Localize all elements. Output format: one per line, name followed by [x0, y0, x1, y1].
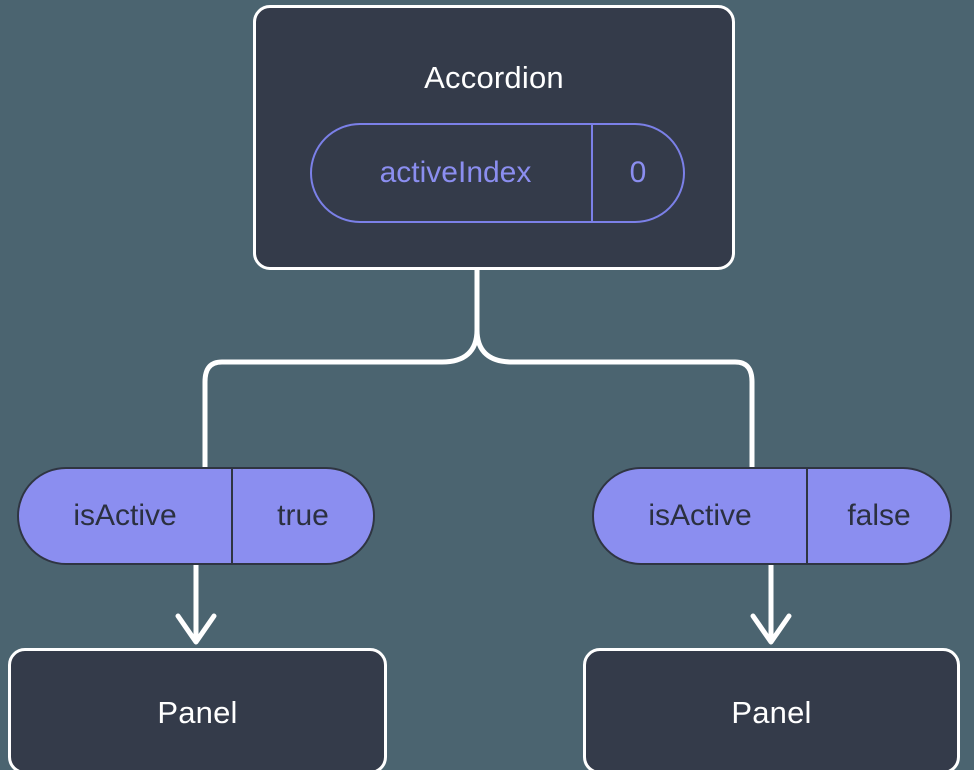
panel-left-title: Panel	[157, 695, 238, 730]
prop-pill-isactive-left[interactable]: isActive true	[17, 467, 375, 565]
prop-pill-isactive-right[interactable]: isActive false	[592, 467, 952, 565]
component-node-panel-right[interactable]: Panel	[583, 648, 960, 770]
arrow-left-head	[175, 613, 217, 645]
fork-connector-path	[474, 264, 755, 473]
panel-right-title: Panel	[731, 695, 812, 730]
prop-pill-isactive-left-value: true	[277, 499, 329, 532]
prop-pill-isactive-right-value: false	[847, 499, 911, 532]
component-node-panel-left[interactable]: Panel	[8, 648, 387, 770]
state-pill-activeindex-value: 0	[629, 156, 647, 189]
prop-pill-isactive-right-key: isActive	[594, 469, 808, 563]
fork-connector-path-left	[202, 327, 480, 473]
state-pill-activeindex-key: activeIndex	[312, 125, 593, 221]
component-node-accordion[interactable]: Accordion activeIndex 0	[253, 5, 735, 270]
state-pill-activeindex[interactable]: activeIndex 0	[310, 123, 685, 223]
prop-pill-isactive-left-key: isActive	[19, 469, 233, 563]
accordion-title: Accordion	[424, 60, 564, 95]
arrow-right-head	[750, 613, 792, 645]
